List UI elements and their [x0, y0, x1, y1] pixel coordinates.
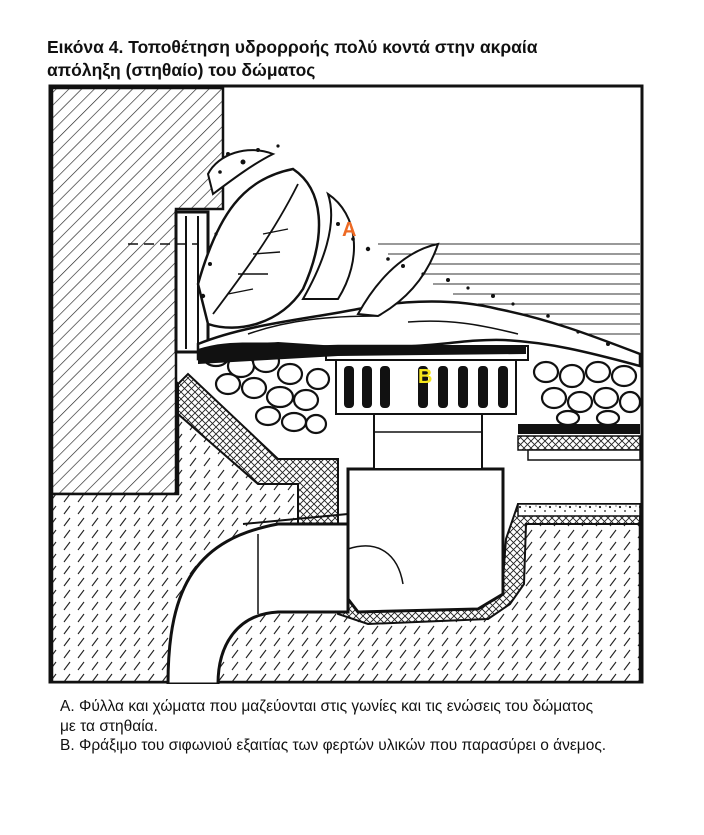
leaf-debris	[196, 149, 642, 368]
roof-drain-diagram: A B	[48, 84, 644, 684]
gravel-right	[532, 360, 642, 427]
title-line-2: απόληξη (στηθαίο) του δώματος	[47, 60, 316, 80]
drain-pipe	[346, 467, 505, 614]
caption-a-line-2: με τα στηθαία.	[60, 717, 158, 735]
label-a: A	[342, 219, 356, 241]
label-b: B	[418, 366, 432, 388]
soil-specks	[200, 144, 610, 346]
caption-a-line-1: Α. Φύλλα και χώματα που μαζεύονται στις …	[60, 698, 594, 715]
figure-title: Εικόνα 4. Τοποθέτηση υδρορροής πολύ κοντ…	[47, 36, 667, 82]
title-line-1: Εικόνα 4. Τοποθέτηση υδρορροής πολύ κοντ…	[47, 37, 538, 57]
caption-b-line: Β. Φράξιμο του σιφωνιού εξαιτίας των φερ…	[60, 737, 607, 754]
membrane-layers	[517, 424, 641, 517]
figure-caption: Α. Φύλλα και χώματα που μαζεύονται στις …	[60, 697, 690, 756]
